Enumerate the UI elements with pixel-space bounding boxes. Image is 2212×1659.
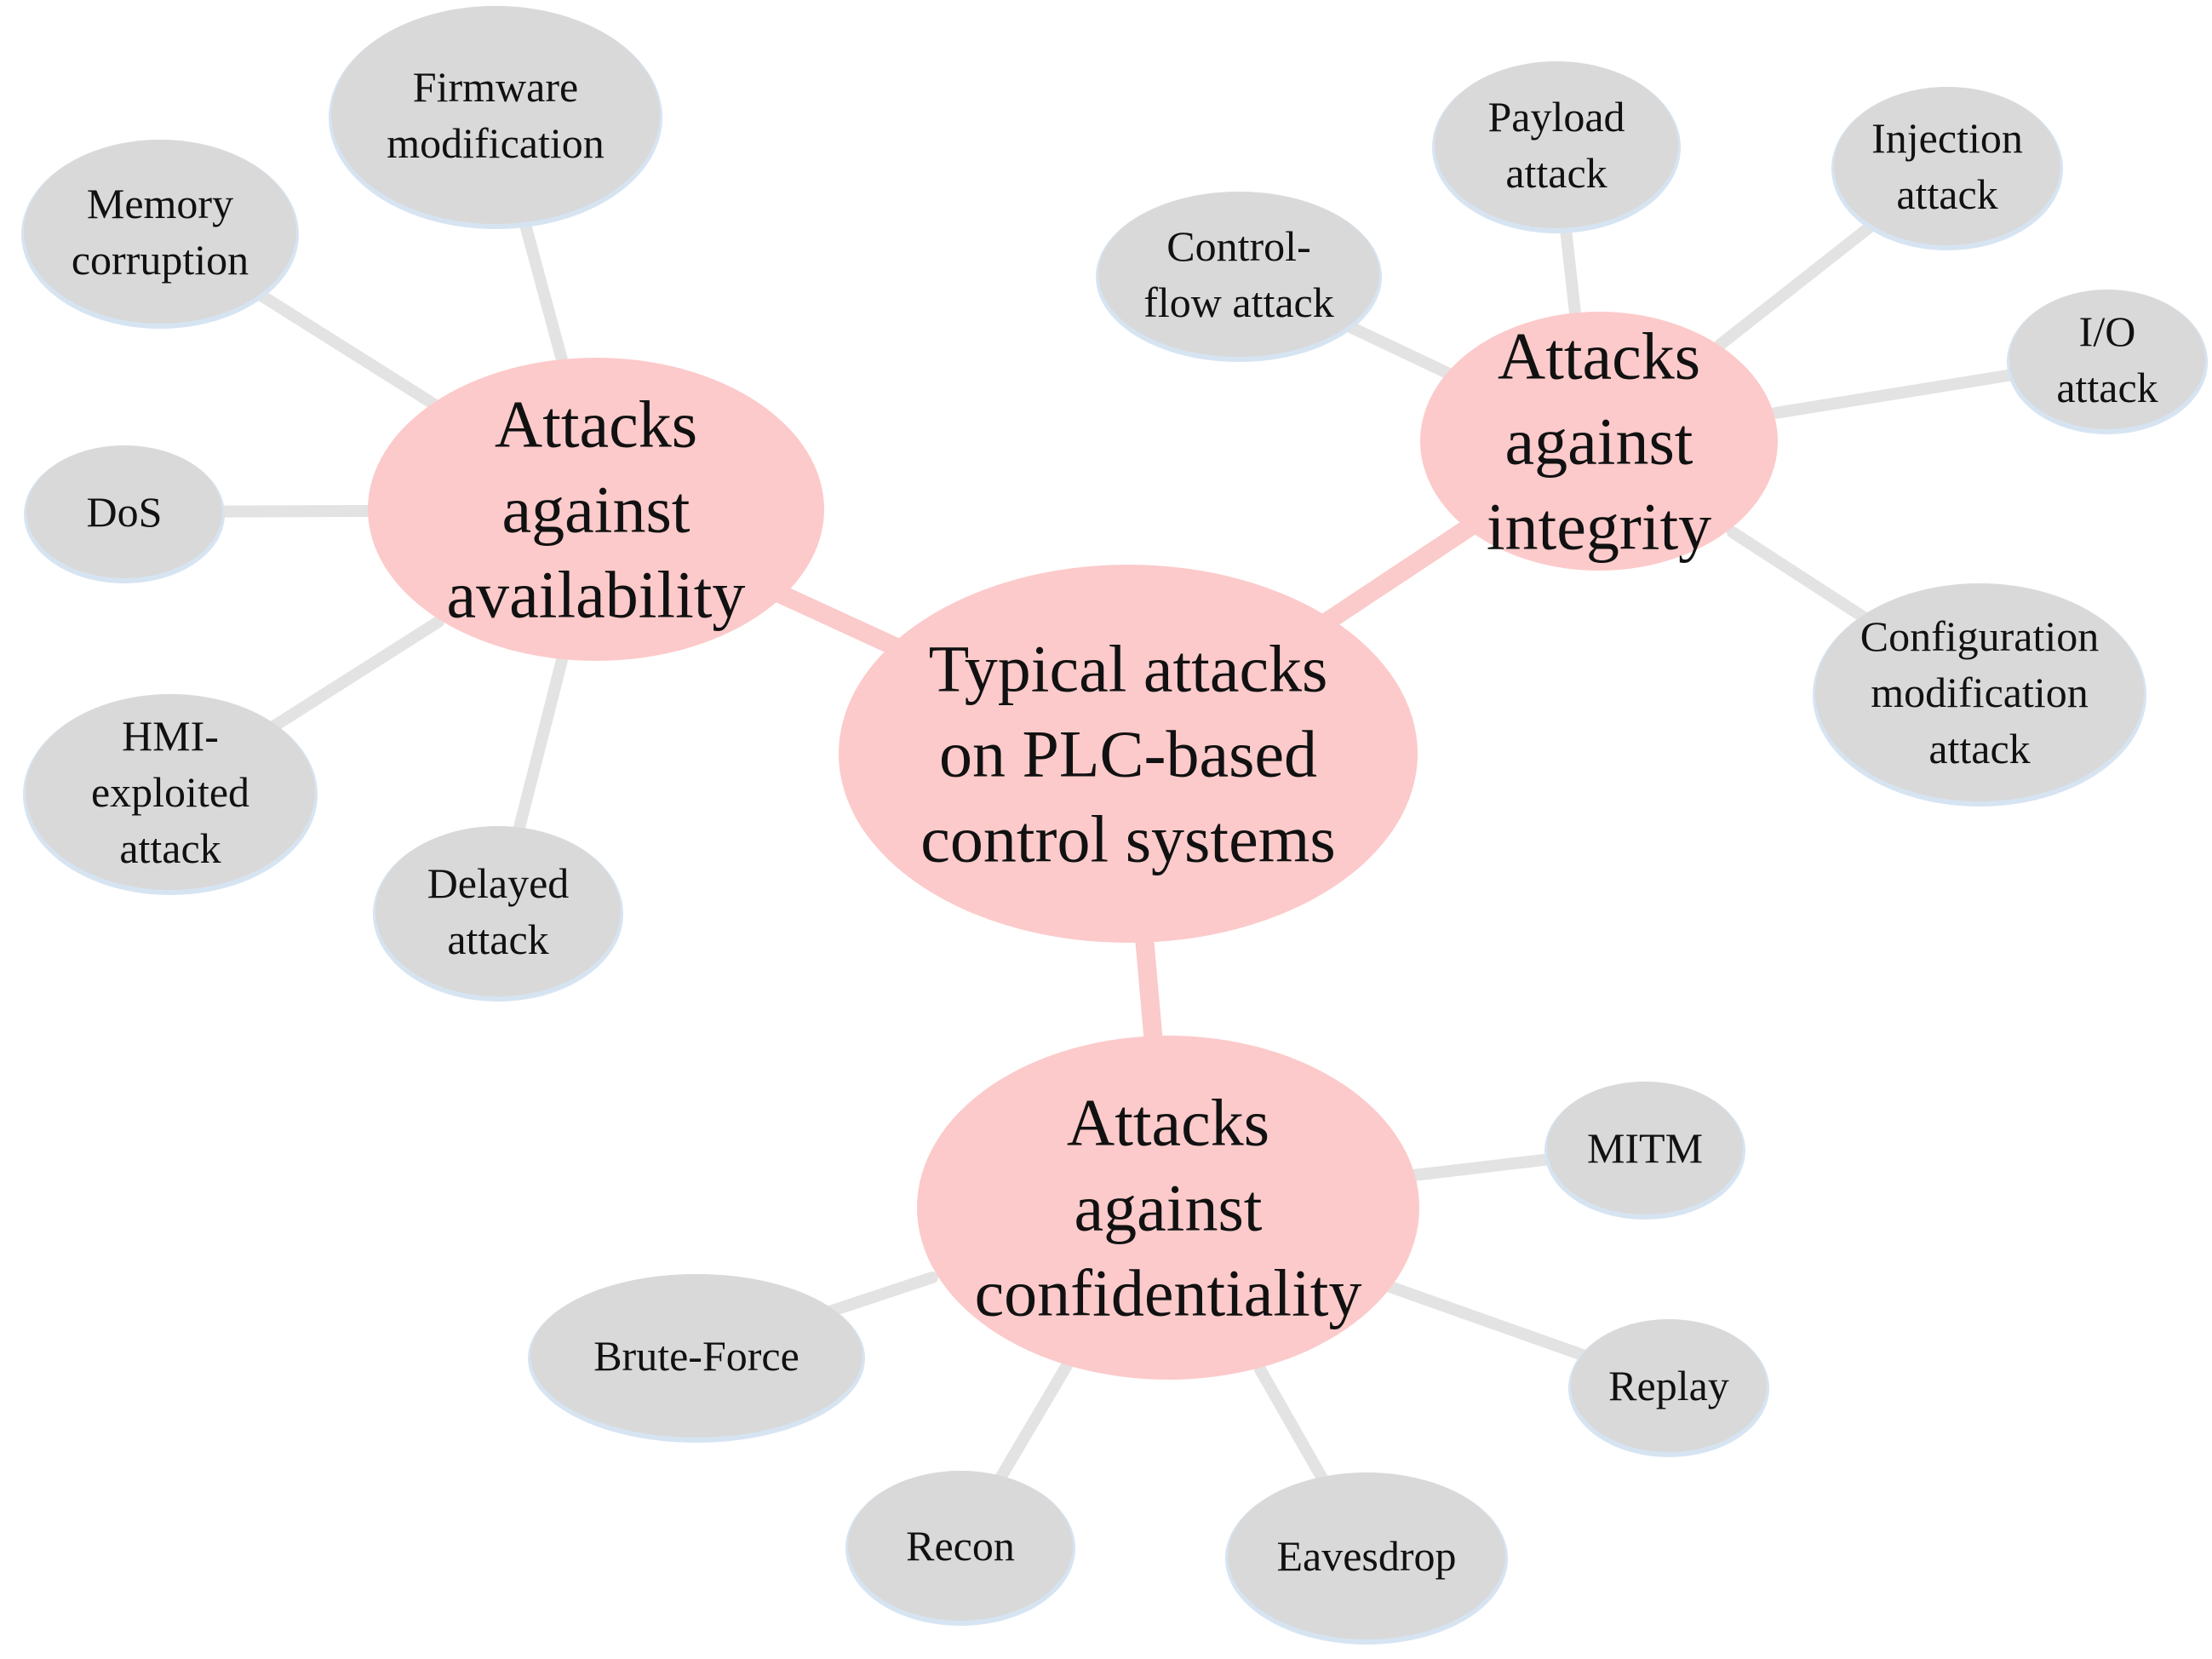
- leaf-node-firmware-modification-label-line-1: Firmware: [413, 63, 578, 111]
- leaf-node-eavesdrop: Eavesdrop: [1225, 1472, 1508, 1645]
- leaf-node-bubble: [848, 1471, 1073, 1621]
- leaf-node-bubble: [1435, 61, 1678, 228]
- center-node-label-line-2: on PLC-based: [939, 717, 1317, 791]
- leaf-node-dos-label-line-1: DoS: [87, 488, 163, 536]
- leaf-node-hmi-exploited-attack: HMI-exploited attack: [23, 694, 318, 895]
- leaf-node-bubble: [1834, 87, 2060, 245]
- category-node-bubble: [917, 1036, 1419, 1380]
- category-node-confidentiality: Attacks against confidentiality: [917, 1036, 1419, 1380]
- leaf-node-configuration-modification-attack-label-line-1: Configuration: [1860, 612, 2100, 660]
- leaf-node-delayed-attack-label-line-1: Delayed: [427, 859, 570, 907]
- leaf-node-payload-attack-label-line-1: Payload: [1487, 93, 1625, 141]
- category-node-integrity: Attacks against integrity: [1420, 312, 1778, 571]
- leaf-node-memory-corruption: Memory corruption: [21, 140, 299, 329]
- leaf-node-mitm-label-line-1: MITM: [1587, 1124, 1703, 1172]
- leaf-node-brute-force-label-line-1: Brute-Force: [593, 1332, 799, 1380]
- leaf-node-recon-label-line-1: Recon: [906, 1522, 1015, 1570]
- category-node-bubble: [368, 358, 824, 661]
- leaf-node-dos: DoS: [24, 445, 225, 583]
- leaf-node-mitm: MITM: [1544, 1082, 1745, 1220]
- category-node-availability-label-line-3: availability: [447, 558, 746, 632]
- leaf-node-bubble: [1228, 1472, 1505, 1639]
- leaf-node-hmi-exploited-attack-label-line-2: exploited: [91, 768, 249, 816]
- category-node-confidentiality-label-line-3: confidentiality: [975, 1256, 1362, 1330]
- leaf-node-bubble: [331, 6, 660, 224]
- leaf-node-bubble: [1815, 583, 2144, 801]
- leaf-node-injection-attack: Injection attack: [1831, 87, 2063, 250]
- leaf-node-i-o-attack: I/O attack: [2007, 290, 2208, 434]
- leaf-node-bubble: [1571, 1319, 1767, 1452]
- leaf-node-bubble: [530, 1274, 862, 1438]
- category-node-availability: Attacks against availability: [368, 358, 824, 661]
- leaf-node-delayed-attack: Delayed attack: [373, 826, 623, 1002]
- category-node-availability-label-line-1: Attacks: [495, 387, 697, 462]
- leaf-node-configuration-modification-attack-label-line-2: modification: [1871, 669, 2089, 716]
- leaf-node-bubble: [26, 445, 222, 578]
- leaf-node-payload-attack-label-line-2: attack: [1505, 149, 1607, 197]
- leaf-node-firmware-modification-label-line-2: modification: [387, 119, 605, 167]
- leaf-node-bubble: [24, 140, 296, 324]
- leaf-node-delayed-attack-label-line-2: attack: [447, 916, 548, 963]
- leaf-node-i-o-attack-label-line-1: I/O: [2079, 307, 2136, 355]
- leaf-node-injection-attack-label-line-2: attack: [1896, 170, 1997, 218]
- leaf-node-replay: Replay: [1568, 1319, 1769, 1457]
- leaf-node-brute-force: Brute-Force: [528, 1274, 865, 1443]
- leaf-node-eavesdrop-label-line-1: Eavesdrop: [1276, 1532, 1456, 1580]
- center-node-label-line-1: Typical attacks: [929, 632, 1328, 706]
- leaf-node-bubble: [375, 826, 621, 996]
- leaf-node-control-flow-attack: Control-flow attack: [1096, 192, 1382, 362]
- leaf-node-configuration-modification-attack-label-line-3: attack: [1928, 725, 2030, 772]
- leaf-node-hmi-exploited-attack-label-line-1: HMI-: [122, 712, 219, 760]
- leaf-node-control-flow-attack-label-line-2: flow attack: [1143, 278, 1334, 326]
- center-node-bubble: [839, 565, 1418, 943]
- category-node-confidentiality-label-line-1: Attacks: [1067, 1086, 1269, 1160]
- category-node-confidentiality-label-line-2: against: [1074, 1171, 1263, 1245]
- leaf-node-recon: Recon: [845, 1471, 1075, 1626]
- leaf-node-memory-corruption-label-line-2: corruption: [72, 236, 249, 284]
- leaf-node-bubble: [1098, 192, 1379, 357]
- leaf-node-control-flow-attack-label-line-1: Control-: [1166, 222, 1310, 270]
- leaf-node-injection-attack-label-line-1: Injection: [1871, 114, 2023, 162]
- leaf-node-hmi-exploited-attack-label-line-3: attack: [119, 824, 221, 872]
- leaf-node-i-o-attack-label-line-2: attack: [2056, 364, 2158, 411]
- center-node: Typical attacks on PLC-based control syste…: [839, 565, 1418, 943]
- leaf-node-replay-label-line-1: Replay: [1608, 1362, 1729, 1409]
- leaf-node-configuration-modification-attack: Configuration modification attack: [1813, 583, 2146, 807]
- nodes-layer: FirmwaremodificationMemorycorruptionDoSH…: [21, 6, 2208, 1645]
- center-node-label-line-3: control systems: [920, 802, 1335, 876]
- category-node-integrity-label-line-3: integrity: [1487, 490, 1711, 564]
- leaf-node-bubble: [26, 694, 315, 890]
- category-node-bubble: [1420, 312, 1778, 571]
- leaf-node-payload-attack: Payload attack: [1432, 61, 1681, 233]
- leaf-node-bubble: [1547, 1082, 1743, 1214]
- category-node-availability-label-line-2: against: [502, 473, 691, 547]
- leaf-node-bubble: [2009, 290, 2205, 429]
- category-node-integrity-label-line-1: Attacks: [1498, 319, 1700, 393]
- leaf-node-memory-corruption-label-line-1: Memory: [87, 180, 233, 227]
- category-node-integrity-label-line-2: against: [1505, 405, 1693, 479]
- leaf-node-firmware-modification: Firmware modification: [329, 6, 662, 229]
